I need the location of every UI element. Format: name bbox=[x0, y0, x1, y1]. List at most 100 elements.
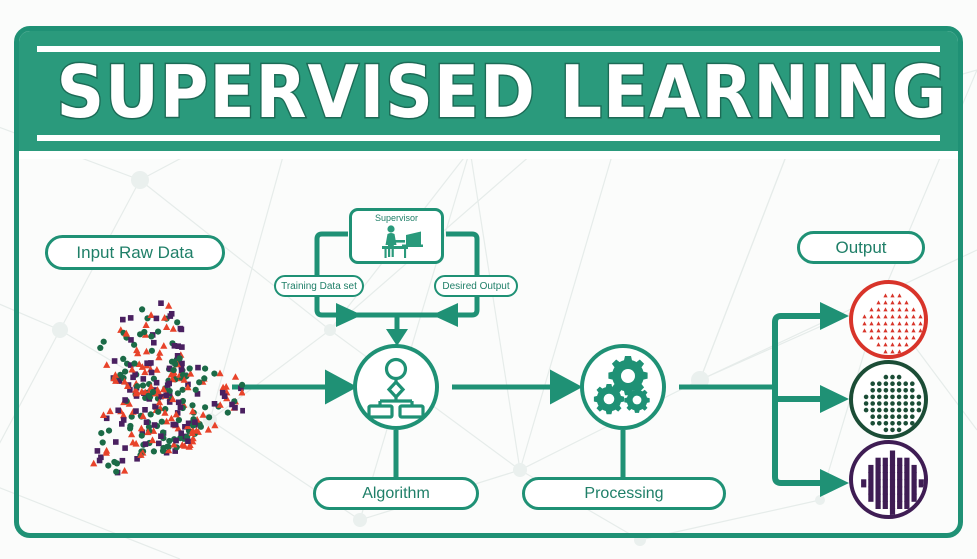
scatter-point bbox=[139, 306, 146, 313]
scatter-point bbox=[186, 365, 193, 372]
output-marker bbox=[883, 401, 889, 406]
scatter-point bbox=[184, 383, 192, 391]
output-marker bbox=[863, 394, 869, 400]
scatter-point bbox=[111, 358, 118, 364]
scatter-point bbox=[197, 423, 204, 430]
scatter-point bbox=[171, 343, 178, 349]
scatter-point bbox=[135, 360, 143, 367]
scatter-point bbox=[185, 420, 192, 427]
scatter-point bbox=[131, 360, 138, 367]
scatter-point bbox=[229, 401, 235, 408]
scatter-point bbox=[148, 360, 154, 366]
scatter-point bbox=[232, 404, 238, 411]
output-marker bbox=[911, 472, 917, 481]
scatter-point bbox=[148, 347, 155, 354]
output-marker bbox=[904, 486, 910, 495]
label-input-raw-data-text: Input Raw Data bbox=[76, 242, 194, 262]
scatter-point bbox=[174, 319, 181, 326]
output-marker bbox=[883, 293, 888, 298]
scatter-point bbox=[151, 422, 158, 428]
scatter-point bbox=[199, 411, 207, 418]
scatter-point bbox=[238, 388, 245, 396]
output-marker bbox=[897, 342, 902, 347]
scatter-point bbox=[172, 410, 180, 418]
label-output-text: Output bbox=[835, 237, 887, 257]
output-marker bbox=[911, 314, 916, 319]
output-marker bbox=[883, 394, 889, 400]
output-marker bbox=[918, 328, 923, 333]
scatter-point bbox=[106, 407, 114, 415]
scatter-point bbox=[158, 418, 165, 425]
label-input-raw-data: Input Raw Data bbox=[45, 235, 225, 270]
scatter-point bbox=[189, 434, 197, 442]
output-marker bbox=[883, 349, 888, 354]
output-marker bbox=[897, 335, 902, 340]
output-marker bbox=[875, 464, 881, 473]
output-marker bbox=[911, 328, 916, 333]
scatter-point bbox=[192, 419, 198, 425]
scatter-point bbox=[202, 365, 209, 372]
output-marker bbox=[882, 500, 888, 509]
scatter-point bbox=[121, 377, 129, 385]
arrow-desired-in bbox=[432, 303, 458, 327]
output-marker bbox=[882, 486, 888, 495]
output-marker bbox=[897, 486, 903, 495]
scatter-point bbox=[127, 425, 134, 432]
output-marker bbox=[903, 407, 908, 413]
output-marker bbox=[876, 321, 881, 326]
scatter-point bbox=[105, 462, 112, 469]
processing-node bbox=[580, 344, 666, 430]
output-class-c bbox=[849, 440, 928, 519]
output-marker bbox=[889, 450, 896, 459]
scatter-point bbox=[161, 314, 169, 321]
output-marker bbox=[870, 421, 875, 426]
arrow-output-2 bbox=[820, 385, 849, 413]
algorithm-node bbox=[353, 344, 439, 430]
scatter-point bbox=[131, 341, 138, 348]
scatter-point bbox=[147, 393, 154, 400]
scatter-point bbox=[189, 437, 197, 445]
output-marker bbox=[911, 493, 917, 502]
output-marker bbox=[911, 479, 917, 488]
scatter-point bbox=[98, 430, 105, 437]
scatter-point bbox=[179, 360, 185, 367]
scatter-point bbox=[169, 395, 177, 403]
scatter-point bbox=[219, 383, 227, 391]
output-marker bbox=[890, 421, 895, 426]
scatter-point bbox=[174, 410, 181, 416]
scatter-point bbox=[132, 439, 140, 447]
output-marker bbox=[897, 307, 902, 312]
output-marker bbox=[890, 381, 895, 386]
output-marker bbox=[897, 500, 903, 509]
output-marker bbox=[897, 457, 903, 466]
output-marker bbox=[910, 381, 915, 386]
output-marker bbox=[882, 457, 888, 466]
output-marker bbox=[889, 457, 896, 466]
scatter-point bbox=[142, 347, 151, 355]
scatter-point bbox=[120, 316, 126, 323]
supervisor-box: Supervisor bbox=[349, 208, 444, 264]
scatter-point bbox=[165, 302, 173, 309]
scatter-point bbox=[166, 380, 172, 387]
label-processing: Processing bbox=[522, 477, 726, 510]
supervisor-label: Supervisor bbox=[374, 213, 419, 223]
scatter-point bbox=[103, 415, 110, 422]
output-marker bbox=[862, 314, 867, 319]
output-marker bbox=[877, 407, 882, 413]
output-marker bbox=[904, 314, 909, 319]
scatter-point bbox=[128, 365, 136, 373]
scatter-point bbox=[166, 437, 173, 445]
scatter-point bbox=[138, 432, 145, 439]
output-marker bbox=[910, 388, 915, 393]
output-marker bbox=[897, 349, 902, 354]
output-marker bbox=[918, 479, 924, 488]
scatter-point bbox=[130, 374, 136, 381]
scatter-point bbox=[240, 407, 245, 414]
scatter-point bbox=[156, 440, 162, 447]
scatter-point bbox=[133, 346, 141, 354]
scatter-point bbox=[112, 377, 120, 384]
scatter-point bbox=[122, 445, 128, 451]
output-marker bbox=[896, 427, 902, 433]
scatter-point bbox=[178, 363, 185, 370]
output-marker bbox=[890, 342, 895, 347]
